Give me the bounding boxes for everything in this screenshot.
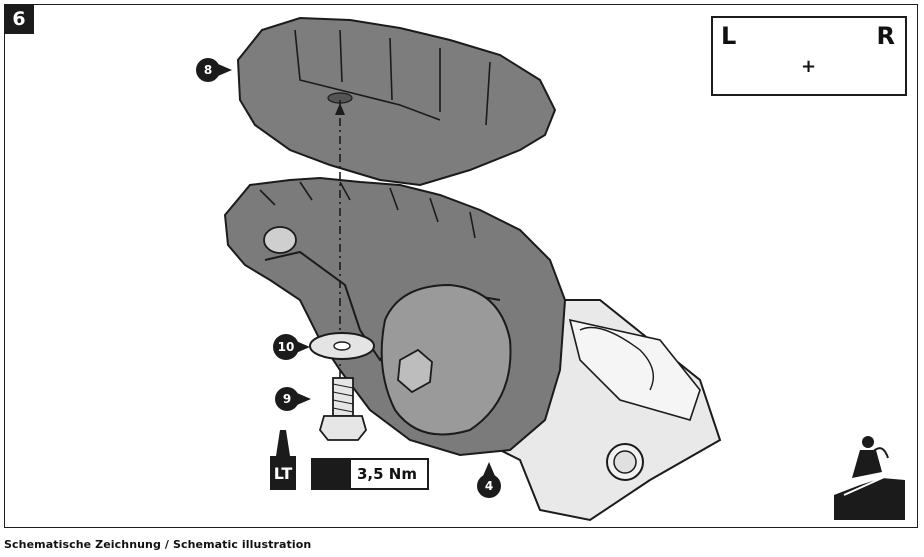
footpeg-drawing <box>223 176 567 457</box>
side-indicator-box: L + R <box>711 16 907 96</box>
right-side-label: R <box>876 22 895 50</box>
callout-9-label: 9 <box>282 392 292 406</box>
rider-standing-icon <box>834 436 905 520</box>
bolt-drawing <box>319 377 367 441</box>
threadlocker-bottle-icon <box>276 430 290 456</box>
torque-value: 3,5 Nm <box>357 465 417 483</box>
torque-icon-background <box>313 460 351 488</box>
callout-9-marker <box>275 387 311 411</box>
illustration-frame <box>4 4 918 528</box>
callout-8-marker <box>196 58 232 82</box>
callout-10-marker <box>273 334 310 360</box>
step-number-badge: 6 <box>4 4 34 34</box>
callout-4-marker <box>477 462 501 498</box>
callout-4-label: 4 <box>484 479 494 493</box>
left-side-label: L <box>721 22 737 50</box>
plus-sign: + <box>801 56 817 77</box>
rubber-pad-drawing <box>236 16 557 187</box>
threadlocker-label: LT <box>270 456 296 490</box>
figure-caption: Schematische Zeichnung / Schematic illus… <box>4 538 312 551</box>
axis-arrow-icon <box>335 103 345 115</box>
callout-8-label: 8 <box>203 63 213 77</box>
callout-10-label: 10 <box>277 340 295 354</box>
torque-spec-box: 3,5 Nm <box>311 458 429 490</box>
